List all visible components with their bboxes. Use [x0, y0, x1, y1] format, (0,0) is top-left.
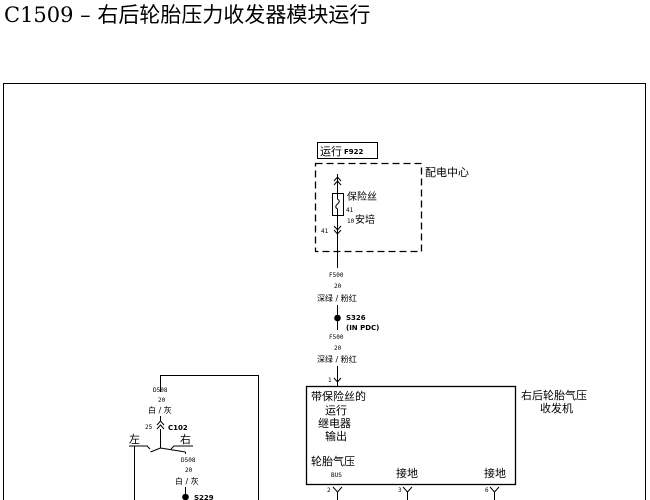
module-pin-bottom-1-connector [332, 486, 343, 500]
fuse-label: 保险丝 [347, 190, 377, 203]
module-name-line-1: 右后轮胎气压 [521, 388, 587, 402]
wire-f500-2-color: 深绿 / 粉红 [317, 354, 357, 364]
splice-s229-id: S229 [194, 494, 214, 500]
connector-c102-bracket-left [129, 445, 151, 450]
module-relay-line-4: 输出 [325, 429, 347, 443]
power-center-box [314, 162, 423, 253]
fuse-rating-label: 安培 [355, 213, 375, 226]
module-name-line-2: 收发机 [540, 401, 573, 415]
fuse-element [335, 193, 340, 215]
connector-c102-symbol [156, 420, 165, 430]
wire-f500-1-gauge: 20 [334, 283, 342, 290]
module-relay-line-2: 运行 [325, 404, 347, 417]
module-pin-in: 1 [328, 377, 332, 384]
module-relay-line-1: 带保险丝的 [311, 389, 366, 403]
module-bus-label: 轮胎气压 [311, 454, 355, 468]
left-wire-2-gauge: 20 [185, 467, 193, 474]
module-pin-bottom-2: 3 [398, 487, 402, 494]
fuse-connector-top [333, 176, 342, 186]
splice-s326-dot [334, 314, 341, 322]
module-box [305, 385, 517, 486]
connector-c102-branch [150, 447, 186, 453]
fuse-pin-a: 41 [346, 207, 354, 214]
run-fuse-id: F922 [344, 148, 364, 156]
module-pin-bottom-1: 2 [327, 487, 331, 494]
left-wire-2-color: 白 / 灰 [175, 476, 199, 486]
connector-c102-pin: 25 [145, 424, 153, 431]
left-wire-1-circuit: D508 [153, 387, 168, 394]
fuse-rating: 10 [347, 218, 355, 225]
diagram-frame [3, 83, 646, 500]
connector-c102-bracket-right [170, 445, 193, 450]
connector-c102-id: C102 [168, 424, 188, 432]
splice-s229-dot [182, 493, 189, 500]
power-center-label: 配电中心 [425, 166, 469, 179]
wire-f500-1-color: 深绿 / 粉红 [317, 293, 357, 303]
module-ground-label-1: 接地 [396, 467, 418, 480]
splice-s326-id: S326 [346, 314, 366, 322]
module-pin-bottom-3-connector [489, 486, 500, 500]
wire-f500-2-circuit: F500 [329, 334, 344, 341]
splice-s326-location: (IN PDC) [346, 324, 379, 332]
module-bus-sub: BUS [331, 472, 342, 479]
left-wire-1-color: 白 / 灰 [148, 405, 172, 415]
run-box [317, 142, 378, 159]
run-label: 运行 [320, 145, 342, 158]
connector-c102-right: 右 [180, 432, 191, 446]
connector-c102-left: 左 [129, 433, 140, 446]
fuse-pin-b: 41 [321, 228, 329, 235]
left-wire-2-circuit: D508 [181, 457, 196, 464]
module-pin-in-connector [333, 377, 342, 383]
module-ground-label-2: 接地 [484, 467, 506, 480]
wire-f500-1-circuit: F500 [329, 272, 344, 279]
module-pin-bottom-2-connector [402, 486, 413, 500]
wire-f500-2-gauge: 20 [334, 345, 342, 352]
left-wire-top [160, 375, 259, 500]
module-relay-line-3: 继电器 [318, 417, 351, 430]
page-title: C1509 – 右后轮胎压力收发器模块运行 [4, 3, 371, 27]
left-wire-1-gauge: 20 [158, 397, 166, 404]
module-pin-bottom-3: 6 [485, 487, 489, 494]
